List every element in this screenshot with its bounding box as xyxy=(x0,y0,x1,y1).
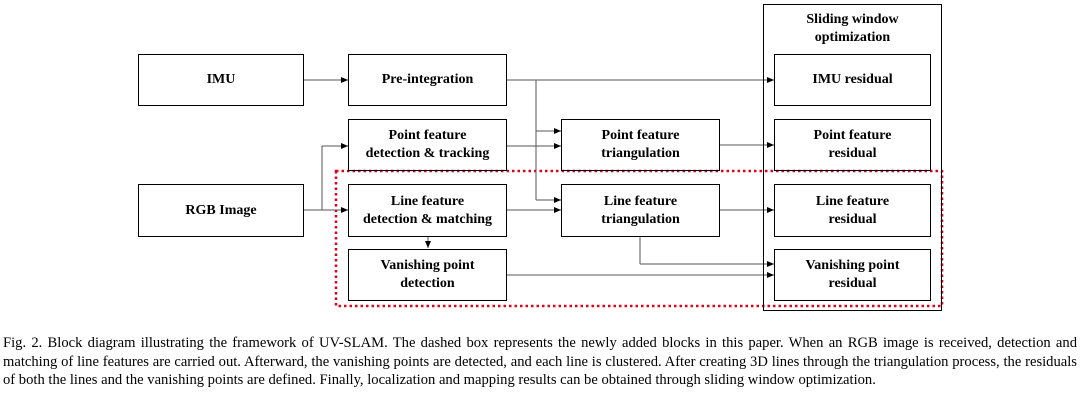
line-detect-box: Line feature detection & matching xyxy=(348,184,507,237)
line-residual-box: Line feature residual xyxy=(774,184,931,237)
figure-caption: Fig. 2. Block diagram illustrating the f… xyxy=(3,335,1077,389)
point-tri-box: Point feature triangulation xyxy=(561,119,720,171)
sliding-window-title: Sliding window optimization xyxy=(806,12,899,45)
line-residual-label: Line feature residual xyxy=(815,193,890,227)
point-residual-label: Point feature residual xyxy=(813,128,892,161)
sliding-window-box xyxy=(763,4,942,311)
point-residual-box: Point feature residual xyxy=(774,119,931,171)
line-detect-label: Line feature detection & matching xyxy=(362,193,493,227)
vp-residual-box: Vanishing point residual xyxy=(774,249,931,301)
new-blocks-dashed-box xyxy=(334,169,944,308)
vp-residual-label: Vanishing point residual xyxy=(805,258,900,291)
imu-label: IMU xyxy=(206,72,236,87)
line-tri-label: Line feature triangulation xyxy=(601,193,680,227)
point-tri-label: Point feature triangulation xyxy=(601,128,680,161)
imu-box: IMU xyxy=(138,54,304,106)
block-diagram: IMU RGB Image Pre-integration Point feat… xyxy=(138,4,944,311)
vp-detect-label: Vanishing point detection xyxy=(380,258,475,291)
connector-lines xyxy=(304,77,944,308)
point-detect-label: Point feature detection & tracking xyxy=(365,128,490,161)
rgb-image-label: RGB Image xyxy=(185,202,257,218)
pre-integration-box: Pre-integration xyxy=(348,54,507,106)
line-tri-box: Line feature triangulation xyxy=(561,184,720,237)
imu-residual-box: IMU residual xyxy=(774,54,931,106)
vp-detect-box: Vanishing point detection xyxy=(348,249,507,301)
rgb-image-box: RGB Image xyxy=(138,184,304,237)
imu-residual-label: IMU residual xyxy=(812,72,893,87)
point-detect-box: Point feature detection & tracking xyxy=(348,119,507,171)
pre-integration-label: Pre-integration xyxy=(381,72,474,87)
